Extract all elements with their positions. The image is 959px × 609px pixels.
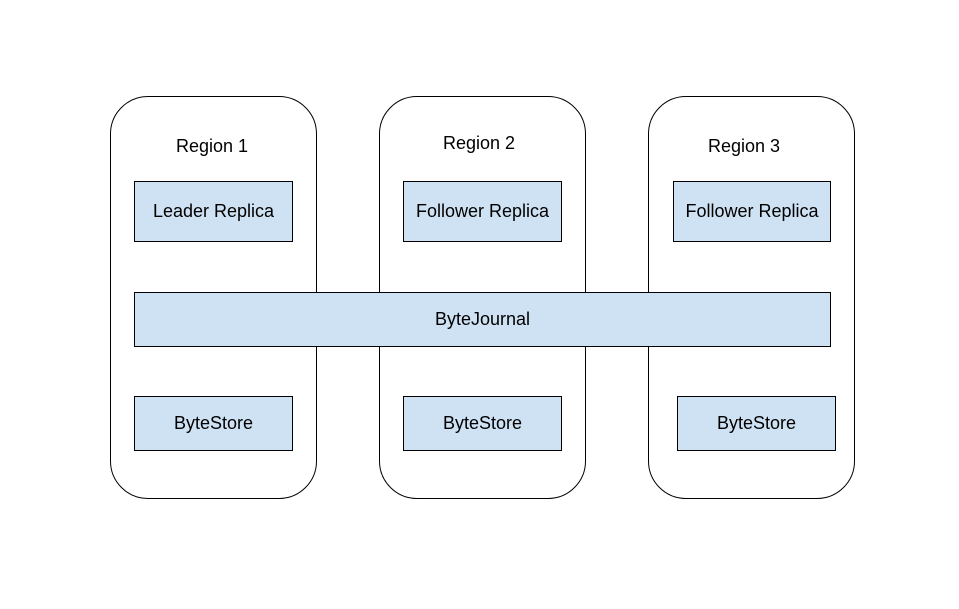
follower-replica-label-region-3: Follower Replica <box>685 201 819 221</box>
leader-replica-box: Leader Replica <box>134 181 293 242</box>
bytestore-label-region-1: ByteStore <box>173 413 254 433</box>
bytestore-box-region-3: ByteStore <box>677 396 836 451</box>
follower-replica-label-region-2: Follower Replica <box>415 201 550 221</box>
follower-replica-box-region-2: Follower Replica <box>403 181 562 242</box>
bytestore-box-region-1: ByteStore <box>134 396 293 451</box>
bytestore-box-region-2: ByteStore <box>403 396 562 451</box>
bytejournal-box: ByteJournal <box>134 292 831 347</box>
leader-replica-label: Leader Replica <box>152 201 275 221</box>
follower-replica-box-region-3: Follower Replica <box>673 181 831 242</box>
bytestore-label-region-2: ByteStore <box>442 413 523 433</box>
region-3-title: Region 3 <box>708 136 781 156</box>
region-2-title: Region 2 <box>443 133 516 153</box>
region-1-title: Region 1 <box>176 136 249 156</box>
bytejournal-label: ByteJournal <box>434 309 531 329</box>
bytestore-label-region-3: ByteStore <box>716 413 797 433</box>
